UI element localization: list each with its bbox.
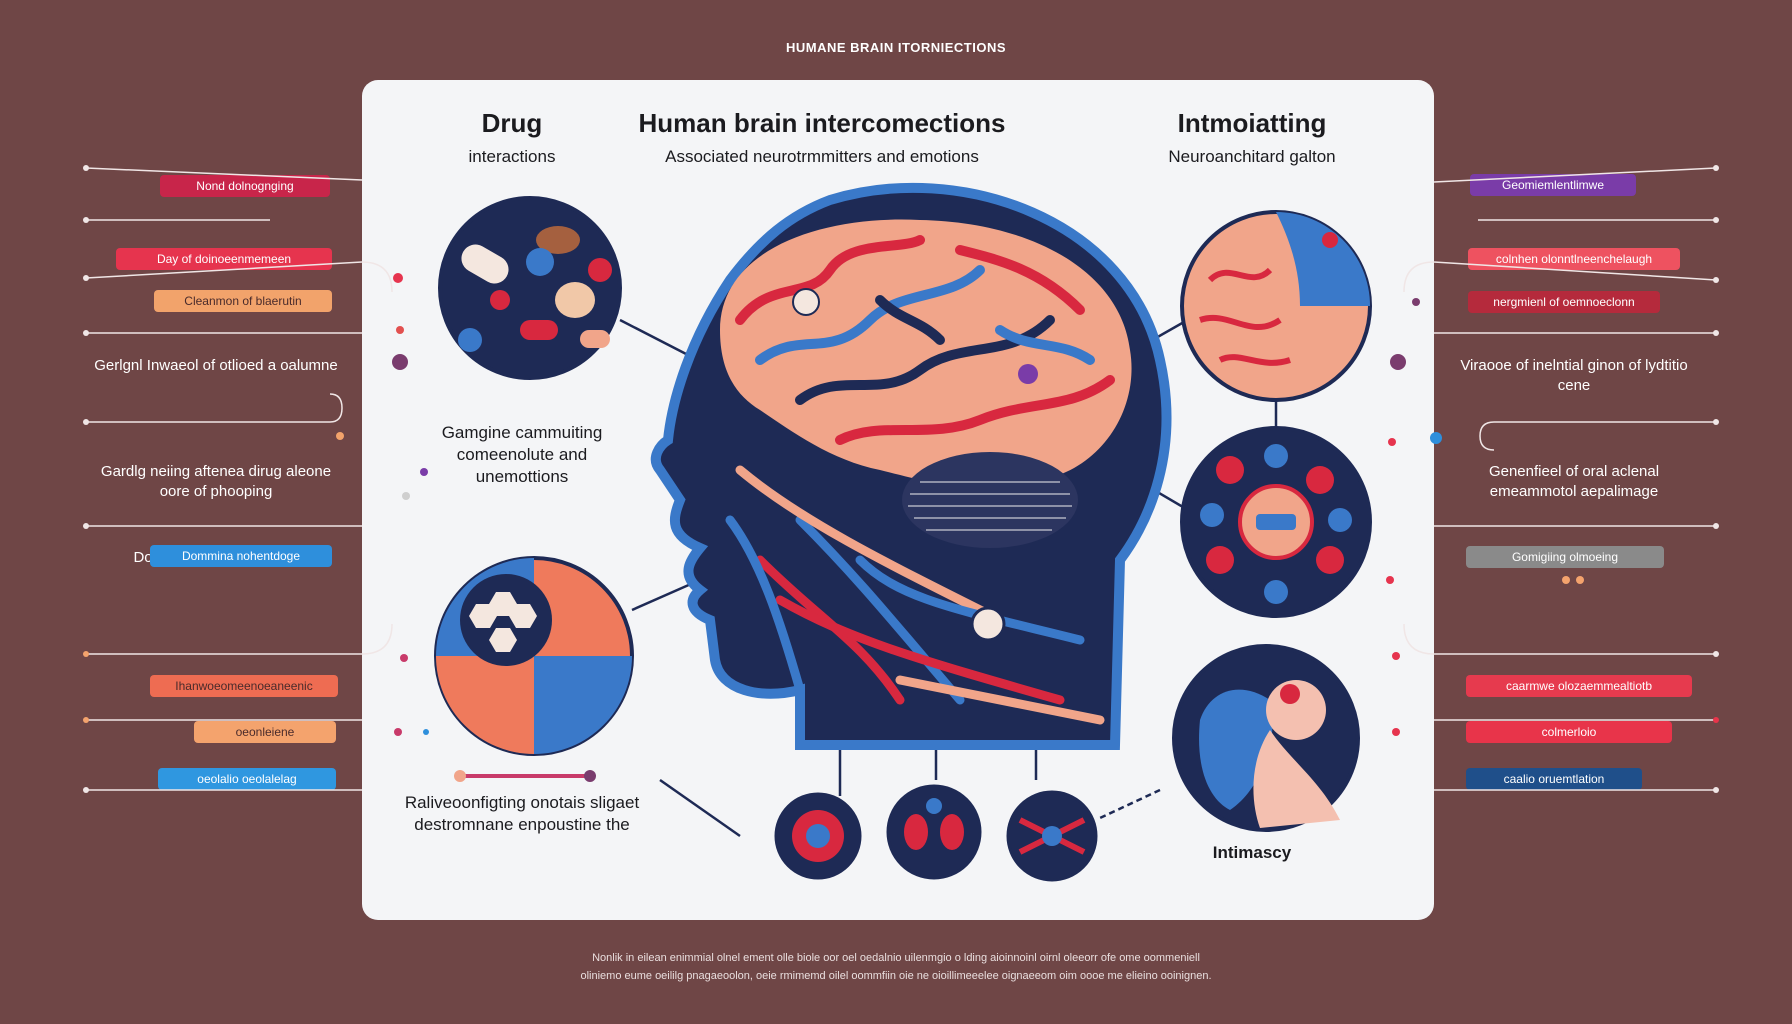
brain-circle-icon bbox=[1180, 210, 1372, 402]
footer-text: Nonlik in eilean enimmial olnel ement ol… bbox=[460, 950, 1332, 985]
left-side-text-b: Gardlg neiing aftenea dirug aleone oore … bbox=[100, 463, 332, 501]
footer-line-1: Nonlik in eilean enimmial olnel ement ol… bbox=[592, 952, 1200, 964]
center-header: Human brain intercomections Associated n… bbox=[612, 108, 1032, 167]
pills-icon bbox=[438, 196, 622, 380]
middle-text-upper: Gamgine cammuiting comeenolute and unemo… bbox=[441, 423, 603, 487]
right-pill-7: caalio oruemtlation bbox=[1466, 768, 1642, 790]
lower-connector-end bbox=[584, 770, 596, 782]
left-header-subtitle: interactions bbox=[468, 147, 556, 166]
left-pill-1: Nond dolnognging bbox=[160, 175, 330, 197]
middle-text-lower: Raliveoonfigting onotais sligaet destrom… bbox=[404, 793, 640, 835]
right-pill-5: caarmwe olozaemmealtiotb bbox=[1466, 675, 1692, 697]
right-pill-1: Geomiemlentlimwe bbox=[1470, 174, 1636, 196]
left-connector-dots bbox=[83, 165, 429, 793]
right-side-text-b: Genenfieel of oral aclenal emeammotol ae… bbox=[1488, 463, 1660, 501]
footer-line-2: oliniemo eume oeililg pnagaeoolon, oeie … bbox=[580, 969, 1212, 982]
left-pill-4: Dommina nohentdoge bbox=[150, 545, 332, 567]
embrace-icon bbox=[1172, 644, 1360, 832]
right-header-title: Intmoiatting bbox=[1177, 108, 1327, 138]
right-header: Intmoiatting Neuroanchitard galton bbox=[1122, 108, 1382, 167]
right-pill-3: nergmienl of oemnoeclonn bbox=[1468, 291, 1660, 313]
left-pill-6: oeonleiene bbox=[194, 721, 336, 743]
top-title: HUMANE BRAIN ITORNIECTIONS bbox=[785, 40, 1007, 55]
left-header-title: Drug bbox=[481, 108, 543, 138]
neuro-node-icon-2 bbox=[886, 784, 982, 880]
right-side-text-a: Viraooe of inelntial ginon of lydtitio c… bbox=[1460, 357, 1688, 395]
left-pill-3: Cleanmon of blaerutin bbox=[154, 290, 332, 312]
neuro-node-icon-1 bbox=[774, 792, 862, 880]
right-connector-dots bbox=[1386, 165, 1719, 793]
right-connectors bbox=[1403, 167, 1717, 791]
molecule-icon bbox=[434, 556, 634, 756]
middle-text-bottom-right: Intimascy bbox=[1212, 843, 1292, 862]
left-pill-5: Ihanwoeomeenoeaneenic bbox=[150, 675, 338, 697]
right-pill-6: colmerloio bbox=[1466, 721, 1672, 743]
left-side-text-a: Gerlgnl Inwaeol of otlioed a oalumne bbox=[94, 357, 338, 374]
left-connectors bbox=[85, 167, 393, 791]
right-pill-4: Gomigiing olmoeing bbox=[1466, 546, 1664, 568]
left-pill-7: oeolalio oeolalelag bbox=[158, 768, 336, 790]
center-header-title: Human brain intercomections bbox=[638, 108, 1006, 138]
right-header-subtitle: Neuroanchitard galton bbox=[1168, 147, 1336, 166]
brain-illustration bbox=[720, 219, 1132, 642]
left-header: Drug interactions bbox=[422, 108, 602, 167]
left-pill-2: Day of doinoeenmemeen bbox=[116, 248, 332, 270]
right-pill-2: colnhen olonntlneenchelaugh bbox=[1468, 248, 1680, 270]
neuro-node-icon-3 bbox=[1006, 790, 1098, 882]
neuron-circle-icon bbox=[1180, 426, 1372, 618]
center-header-subtitle: Associated neurotrmmitters and emotions bbox=[665, 147, 979, 166]
lower-connector-start bbox=[454, 770, 466, 782]
